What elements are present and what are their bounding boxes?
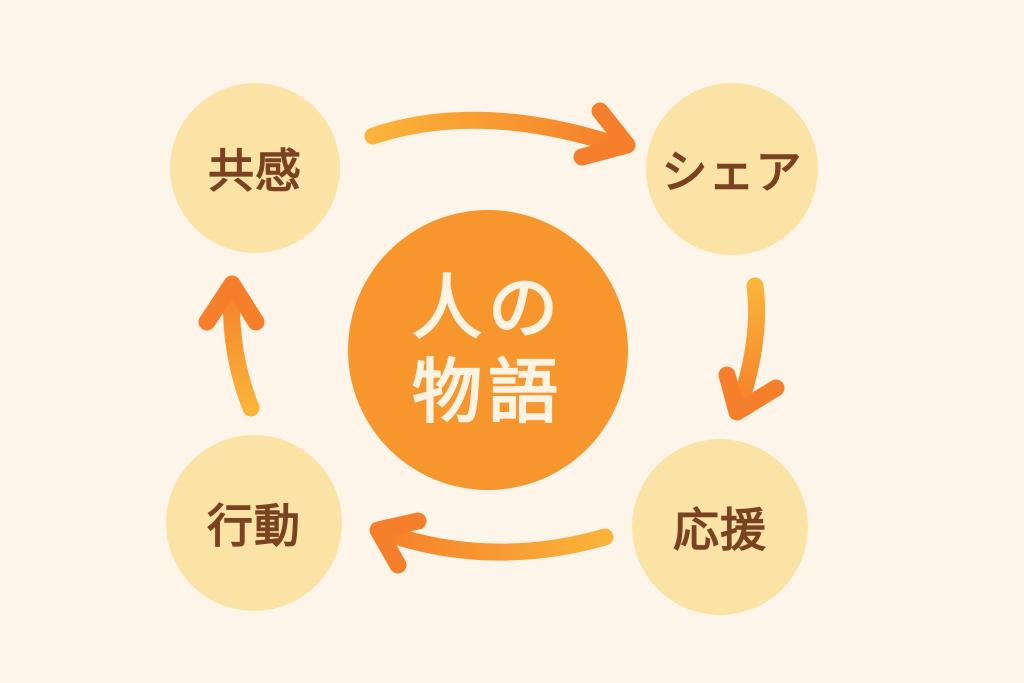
node-empathy: 共感 — [170, 83, 340, 253]
node-share: シェア — [646, 83, 818, 255]
node-support-label: 応援 — [673, 503, 767, 557]
node-support: 応援 — [632, 439, 808, 615]
arrow-empathy-to-share — [364, 102, 636, 166]
node-share-label: シェア — [661, 145, 803, 199]
center-title-line1: 人の — [412, 267, 564, 349]
node-empathy-label: 共感 — [208, 144, 302, 198]
center-circle: 人の 物語 — [348, 210, 628, 490]
node-action: 行動 — [166, 435, 342, 611]
node-action-label: 行動 — [207, 499, 301, 553]
center-title-line2: 物語 — [412, 351, 564, 433]
arrow-share-to-support — [718, 277, 785, 421]
arrow-action-to-empathy — [198, 275, 265, 417]
arrow-support-to-action — [369, 512, 614, 574]
